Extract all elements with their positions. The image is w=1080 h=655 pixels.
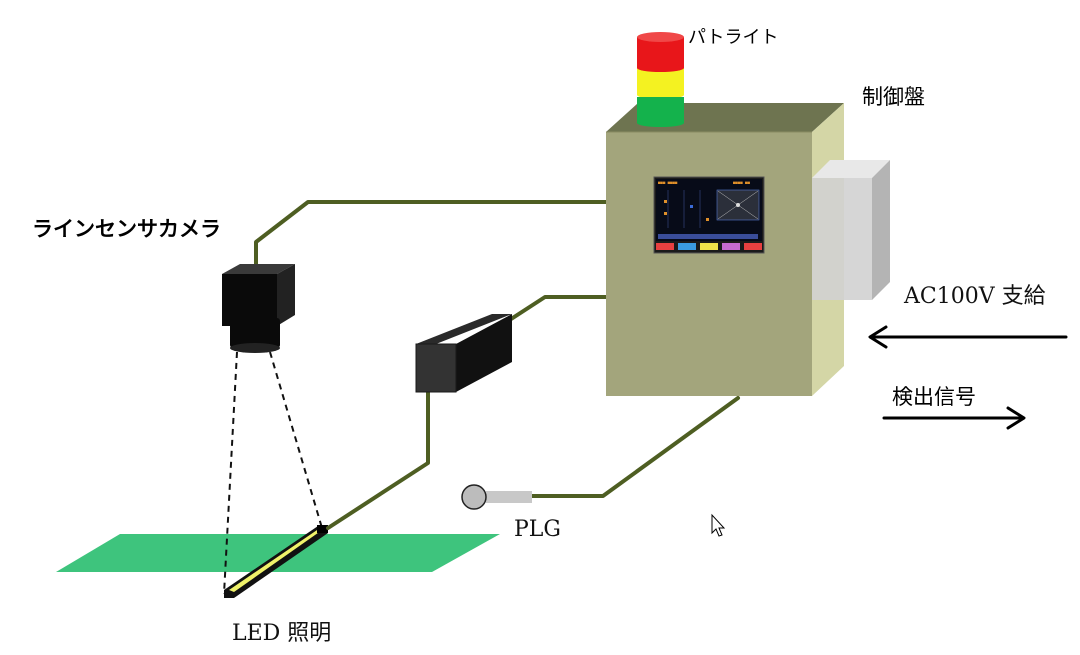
patlite-label: パトライト [688,27,779,48]
control-panel-label: 制御盤 [862,85,925,109]
detection-signal-label: 検出信号 [892,385,976,409]
ac-supply-label: AC100V 支給 [903,284,1046,309]
plg-cable [528,396,740,498]
line-sensor-camera-label: ラインセンサカメラ [32,217,221,241]
led-light-label: LED 照明 [232,621,331,646]
svg-text:■■■ ■■■■: ■■■ ■■■■ [658,180,678,185]
plg-label: PLG [514,517,561,542]
led-bar-light [224,525,328,598]
patlite-tower [637,32,684,127]
sensor-box [415,314,512,393]
detection-signal-arrow [882,406,1026,430]
ac-supply-arrow [868,325,1068,349]
camera-fov-left [223,351,238,595]
mouse-pointer-icon [711,513,726,537]
work-surface [56,534,500,572]
camera-cable [254,200,612,272]
line-sensor-camera [222,264,295,353]
sensor-to-led-cable [326,388,430,530]
power-unit [812,160,890,300]
hmi-screen: ■■■ ■■■■ ■■■■ ■■ [653,176,765,254]
plg-encoder [461,484,532,510]
svg-text:■■■■ ■■: ■■■■ ■■ [733,180,750,185]
camera-fov-right [269,351,323,529]
